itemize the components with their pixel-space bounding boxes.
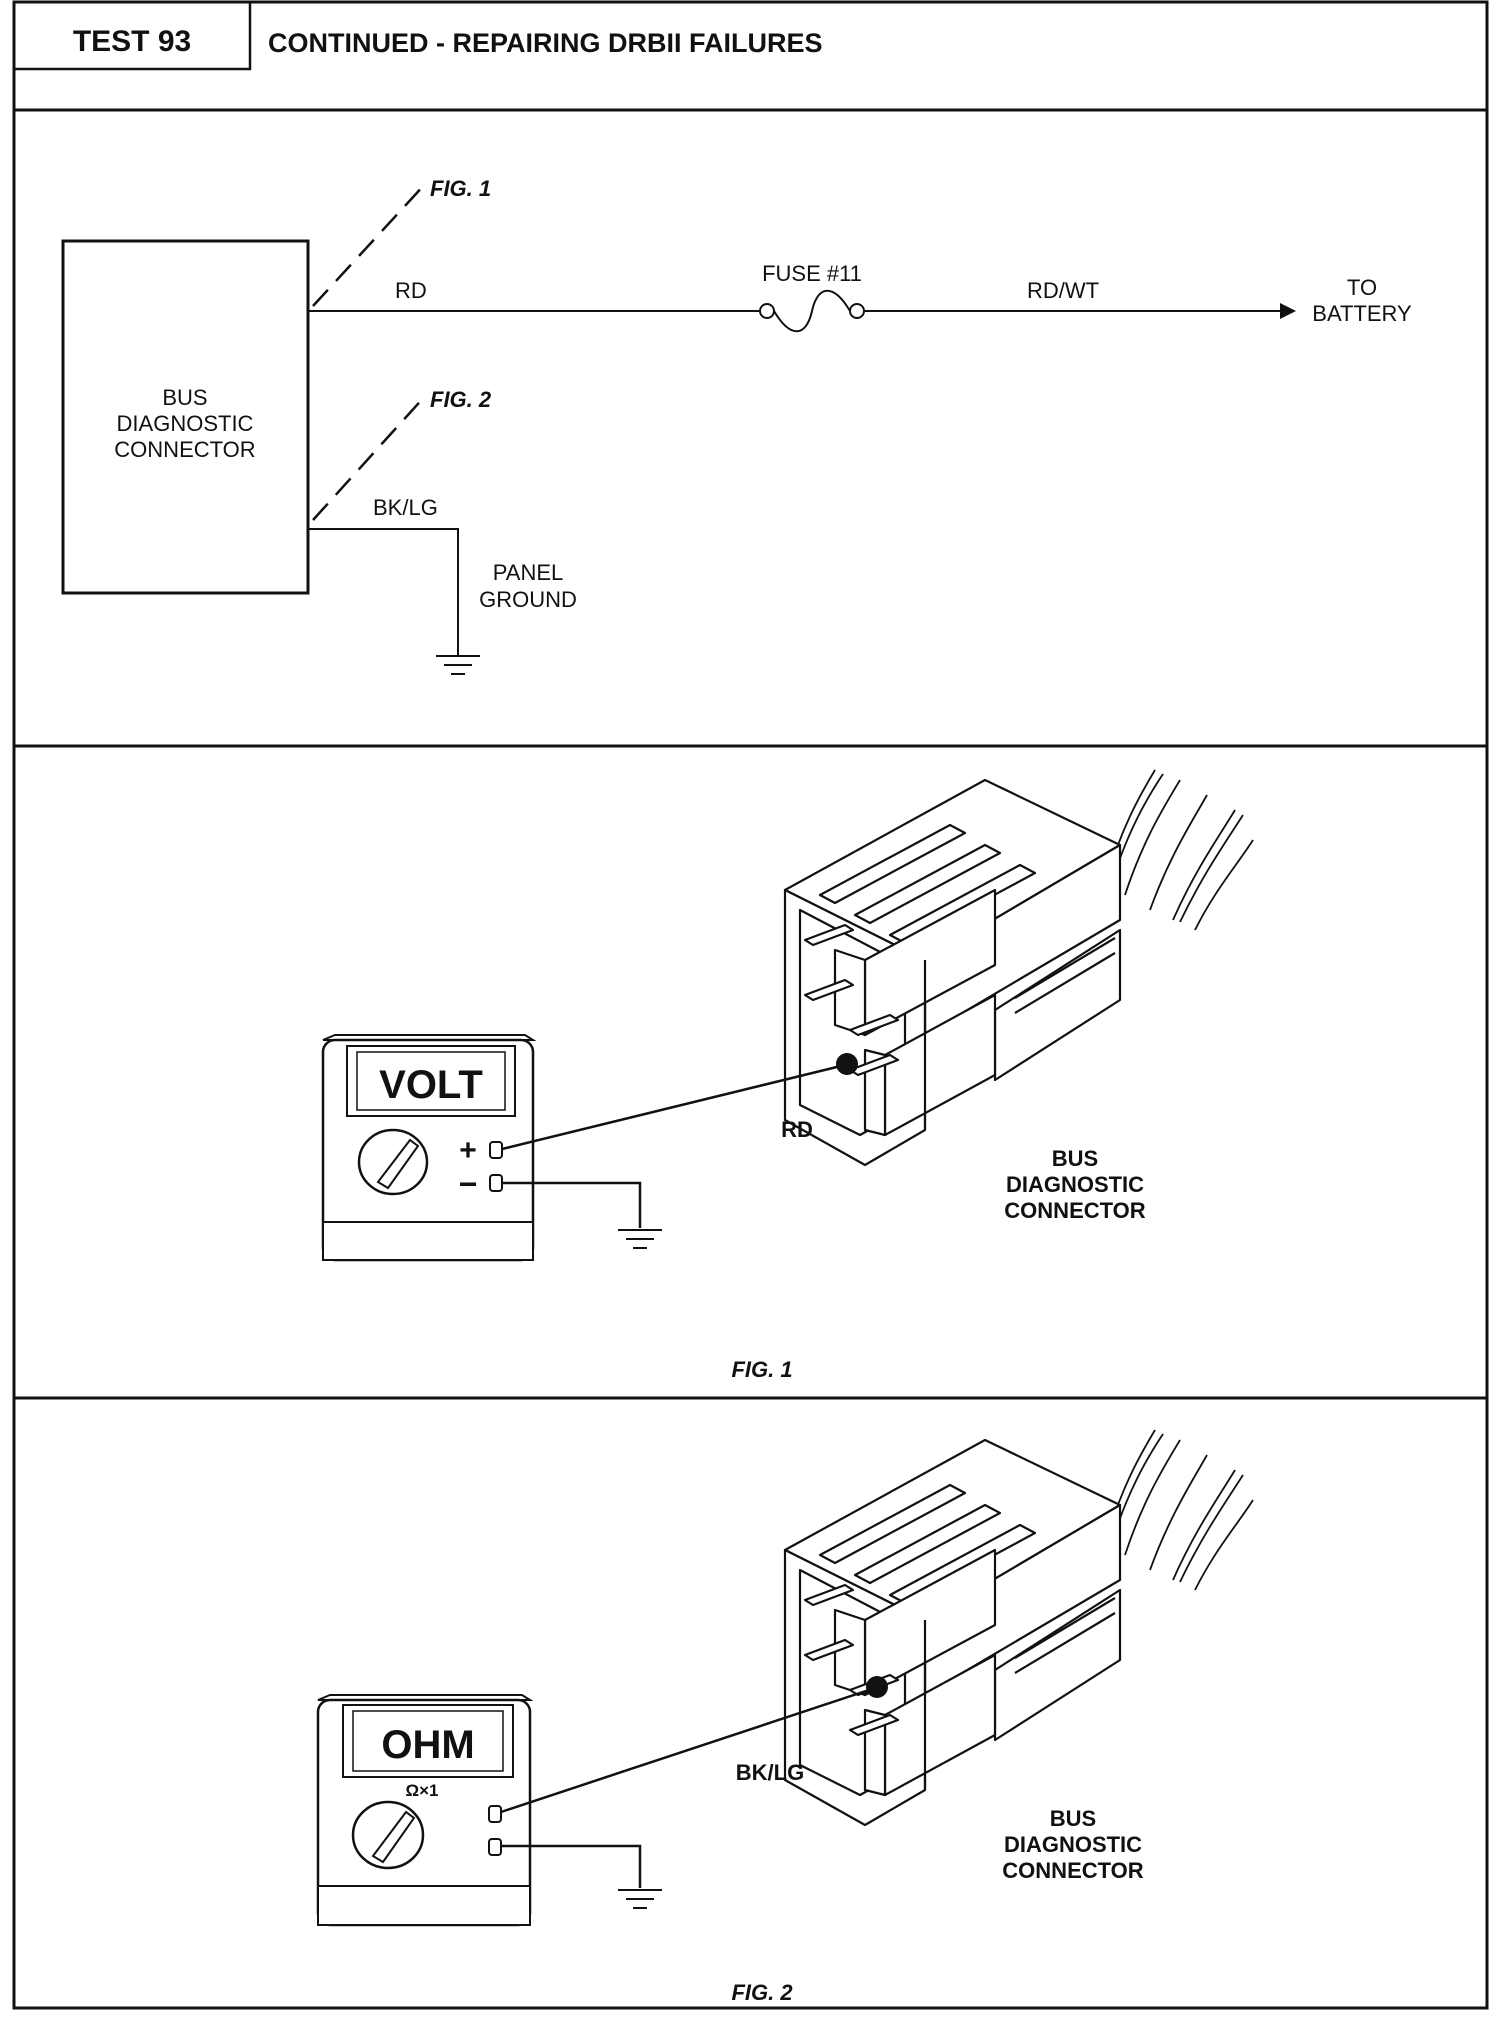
meter-mode-text: VOLT bbox=[379, 1063, 483, 1107]
positive-probe-lead bbox=[501, 1063, 846, 1151]
fuse-symbol bbox=[759, 290, 865, 333]
figure1-caption: FIG. 1 bbox=[731, 1357, 792, 1382]
fig1-reference: FIG. 1 bbox=[430, 176, 491, 201]
battery-label-line1: TO bbox=[1347, 275, 1377, 300]
bklg-wire bbox=[308, 528, 459, 656]
fig1-leader-line bbox=[312, 182, 427, 307]
connector-illustration bbox=[783, 768, 1255, 1167]
meter-mode-text: OHM bbox=[381, 1723, 474, 1767]
rdwt-wire-label: RD/WT bbox=[1027, 278, 1099, 303]
positive-probe-lead bbox=[500, 1686, 876, 1814]
connector-label-line3: CONNECTOR bbox=[1004, 1198, 1145, 1223]
probe-tip bbox=[836, 1053, 858, 1075]
connector-illustration bbox=[783, 1428, 1255, 1827]
panel-ground-line1: PANEL bbox=[493, 560, 564, 585]
panel-ground-line2: GROUND bbox=[479, 587, 577, 612]
connector-label-line3: CONNECTOR bbox=[114, 437, 255, 462]
page-title: CONTINUED - REPAIRING DRBII FAILURES bbox=[268, 28, 823, 58]
fig2-leader-line bbox=[312, 394, 427, 521]
page-border bbox=[12, 0, 1489, 2010]
fuse-label: FUSE #11 bbox=[762, 261, 862, 286]
negative-jack bbox=[489, 1174, 503, 1192]
range-label: Ω×1 bbox=[405, 1781, 438, 1800]
ground-icon bbox=[435, 655, 481, 675]
test-number-box bbox=[12, 0, 252, 71]
plus-sign: + bbox=[459, 1134, 477, 1167]
connector-label-line3: CONNECTOR bbox=[1002, 1858, 1143, 1883]
connector-label-line1: BUS bbox=[1050, 1806, 1096, 1831]
positive-jack bbox=[488, 1805, 502, 1823]
schematic-panel: BUS DIAGNOSTIC CONNECTOR FIG. 1 RD FUSE … bbox=[14, 176, 1487, 748]
ground-icon bbox=[617, 1889, 663, 1909]
connector-label-line2: DIAGNOSTIC bbox=[117, 411, 254, 436]
test-number: TEST 93 bbox=[73, 25, 191, 58]
connector-label-line2: DIAGNOSTIC bbox=[1004, 1832, 1142, 1857]
figure2-caption: FIG. 2 bbox=[731, 1980, 793, 2005]
negative-probe-lead bbox=[502, 1181, 642, 1228]
arrow-head-icon bbox=[1280, 303, 1296, 319]
figure1-panel: VOLT + − RD BUS DIAGNOSTIC CONNECTOR FIG… bbox=[14, 768, 1487, 1400]
figure2-panel: OHM Ω×1 BK/LG BUS DIAGNOSTIC CONNECTOR F… bbox=[316, 1428, 1255, 2005]
volt-meter: VOLT + − bbox=[321, 1034, 537, 1262]
connector-label-line2: DIAGNOSTIC bbox=[1006, 1172, 1144, 1197]
negative-jack bbox=[488, 1838, 502, 1856]
rd-probe-label: RD bbox=[781, 1117, 813, 1142]
bklg-wire-label: BK/LG bbox=[373, 495, 438, 520]
connector-label-line1: BUS bbox=[1052, 1146, 1098, 1171]
rd-wire-label: RD bbox=[395, 278, 427, 303]
bus-diagnostic-connector-box bbox=[61, 239, 310, 595]
fig2-reference: FIG. 2 bbox=[430, 387, 492, 412]
ohm-meter: OHM Ω×1 bbox=[316, 1694, 534, 1927]
page-header: TEST 93 CONTINUED - REPAIRING DRBII FAIL… bbox=[12, 0, 1487, 112]
connector-label-line1: BUS bbox=[162, 385, 207, 410]
ground-icon bbox=[617, 1229, 663, 1249]
negative-probe-lead bbox=[501, 1844, 642, 1888]
battery-label-line2: BATTERY bbox=[1312, 301, 1412, 326]
probe-tip bbox=[866, 1676, 888, 1698]
bklg-probe-label: BK/LG bbox=[736, 1760, 804, 1785]
minus-sign: − bbox=[459, 1166, 478, 1202]
positive-jack bbox=[489, 1141, 503, 1159]
